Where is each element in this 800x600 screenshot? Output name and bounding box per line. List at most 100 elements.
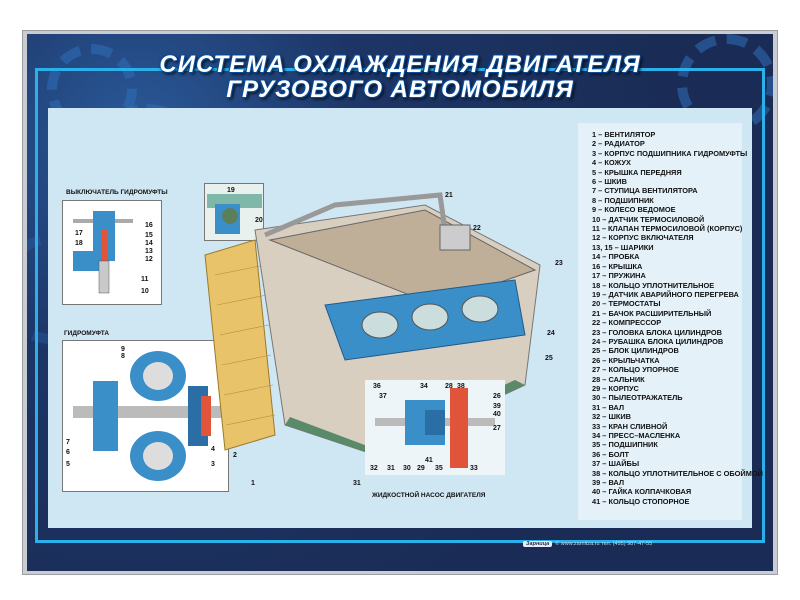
legend-item: 40 – ГАЙКА КОЛПАЧКОВАЯ bbox=[592, 487, 692, 497]
legend-item: 38 – КОЛЬЦО УПЛОТНИТЕЛЬНОЕ С ОБОЙМОЙ bbox=[592, 468, 763, 478]
legend-item: 3 – КОРПУС ПОДШИПНИКА ГИДРОМУФТЫ bbox=[592, 148, 748, 158]
legend-item: 4 – КОЖУХ bbox=[592, 158, 631, 168]
legend-item: 29 – КОРПУС bbox=[592, 383, 639, 393]
callout-number: 27 bbox=[493, 425, 501, 432]
callout-number: 1 bbox=[251, 480, 255, 485]
legend-item: 37 – ШАЙБЫ bbox=[592, 459, 640, 469]
callout-number: 9 bbox=[121, 346, 125, 353]
legend-item: 31 – ВАЛ bbox=[592, 402, 625, 412]
legend-item: 5 – КРЫШКА ПЕРЕДНЯЯ bbox=[592, 167, 682, 177]
legend-item: 17 – ПРУЖИНА bbox=[592, 271, 646, 281]
legend-item: 22 – КОМПРЕССОР bbox=[592, 318, 662, 328]
callout-number: 24 bbox=[547, 330, 555, 337]
callout-number: 35 bbox=[435, 465, 443, 472]
legend-item: 9 – КОЛЕСО ВЕДОМОЕ bbox=[592, 205, 676, 215]
callout-number: 13 bbox=[145, 248, 153, 255]
hydro-coupling-drawing: 98 7 6 5 4 3 bbox=[66, 346, 223, 481]
legend-item: 10 – ДАТЧИК ТЕРМОСИЛОВОЙ bbox=[592, 214, 705, 224]
callout-number: 19 bbox=[227, 187, 235, 194]
callout-number: 5 bbox=[66, 461, 70, 468]
callout-number: 32 bbox=[370, 465, 378, 472]
legend-item: 13, 15 – ШАРИКИ bbox=[592, 242, 654, 252]
callout-number: 29 bbox=[417, 465, 425, 472]
legend-item: 19 – ДАТЧИК АВАРИЙНОГО ПЕРЕГРЕВА bbox=[592, 289, 739, 299]
callout-number: 15 bbox=[145, 232, 153, 239]
coupling-inset-label: ГИДРОМУФТА bbox=[64, 330, 110, 337]
legend-item: 6 – ШКИВ bbox=[592, 177, 627, 187]
legend-item: 32 – ШКИВ bbox=[592, 412, 632, 422]
title-line-2: ГРУЗОВОГО АВТОМОБИЛЯ bbox=[226, 76, 574, 103]
legend-item: 21 – БАЧОК РАСШИРИТЕЛЬНЫЙ bbox=[592, 308, 712, 318]
callout-number: 26 bbox=[493, 393, 501, 400]
legend-item: 28 – САЛЬНИК bbox=[592, 374, 645, 384]
title-line-1: СИСТЕМА ОХЛАЖДЕНИЯ ДВИГАТЕЛЯ bbox=[159, 51, 641, 78]
callout-number: 41 bbox=[425, 457, 433, 464]
callout-number: 12 bbox=[145, 256, 153, 263]
inner-frame bbox=[35, 68, 765, 543]
callout-number: 3 bbox=[211, 461, 215, 468]
legend-item: 36 – БОЛТ bbox=[592, 449, 630, 459]
legend-item: 1 – ВЕНТИЛЯТОР bbox=[592, 130, 656, 139]
legend-item: 41 – КОЛЬЦО СТОПОРНОЕ bbox=[592, 496, 690, 506]
legend-item: 35 – ПОДШИПНИК bbox=[592, 440, 658, 450]
callout-number: 38 bbox=[457, 383, 465, 390]
legend-item: 24 – РУБАШКА БЛОКА ЦИЛИНДРОВ bbox=[592, 336, 724, 346]
legend-item: 27 – КОЛЬЦО УПОРНОЕ bbox=[592, 365, 679, 375]
callout-number: 18 bbox=[75, 240, 83, 247]
legend-item: 23 – ГОЛОВКА БЛОКА ЦИЛИНДРОВ bbox=[592, 327, 722, 337]
callout-number: 40 bbox=[493, 411, 501, 418]
poster-title: СИСТЕМА ОХЛАЖДЕНИЯ ДВИГАТЕЛЯ ГРУЗОВОГО А… bbox=[150, 52, 650, 102]
callout-number: 17 bbox=[75, 230, 83, 237]
callout-number: 10 bbox=[141, 288, 149, 295]
publisher-logo: Зарница bbox=[523, 541, 553, 547]
callout-number: 36 bbox=[373, 383, 381, 390]
legend-item: 30 – ПЫЛЕОТРАЖАТЕЛЬ bbox=[592, 393, 683, 403]
legend-item: 8 – ПОДШИПНИК bbox=[592, 195, 654, 205]
pump-inset-label: ЖИДКОСТНОЙ НАСОС ДВИГАТЕЛЯ bbox=[372, 492, 486, 499]
callout-number: 21 bbox=[445, 192, 453, 199]
legend-item: 16 – КРЫШКА bbox=[592, 261, 643, 271]
compressor bbox=[439, 224, 471, 251]
legend-item: 33 – КРАН СЛИВНОЙ bbox=[592, 421, 668, 431]
callout-number: 20 bbox=[255, 217, 263, 224]
callout-number: 31 bbox=[353, 480, 361, 485]
callout-number: 6 bbox=[66, 449, 70, 456]
legend-item: 2 – РАДИАТОР bbox=[592, 139, 645, 149]
callout-number: 2 bbox=[233, 452, 237, 459]
callout-number: 8 bbox=[121, 353, 125, 360]
callout-number: 37 bbox=[379, 393, 387, 400]
callout-number: 22 bbox=[473, 225, 481, 232]
callout-number: 23 bbox=[555, 260, 563, 267]
footer: Зарница© www.zarnitza.ru тел. (495) 987-… bbox=[523, 541, 652, 547]
legend-item: 11 – КЛАПАН ТЕРМОСИЛОВОЙ (КОРПУС) bbox=[592, 224, 743, 234]
callout-number: 28 bbox=[445, 383, 453, 390]
switch-inset-label: ВЫКЛЮЧАТЕЛЬ ГИДРОМУФТЫ bbox=[66, 189, 168, 196]
callout-number: 31 bbox=[387, 465, 395, 472]
callout-number: 4 bbox=[211, 446, 215, 453]
legend-item: 26 – КРЫЛЬЧАТКА bbox=[592, 355, 660, 365]
radiator bbox=[204, 239, 276, 451]
legend-item: 34 – ПРЕСС–МАСЛЕНКА bbox=[592, 431, 681, 440]
callout-number: 16 bbox=[145, 222, 153, 229]
legend-item: 12 – КОРПУС ВКЛЮЧАТЕЛЯ bbox=[592, 233, 694, 243]
footer-contact: © www.zarnitza.ru тел. (495) 987-47-55 bbox=[555, 541, 653, 547]
legend-item: 20 – ТЕРМОСТАТЫ bbox=[592, 299, 661, 309]
callout-number: 7 bbox=[66, 439, 70, 446]
legend-item: 14 – ПРОБКА bbox=[592, 252, 640, 262]
callout-number: 30 bbox=[403, 465, 411, 472]
callout-number: 34 bbox=[420, 383, 428, 390]
legend-item: 25 – БЛОК ЦИЛИНДРОВ bbox=[592, 346, 679, 356]
callout-number: 25 bbox=[545, 355, 553, 362]
callout-number: 11 bbox=[141, 276, 149, 283]
legend-item: 7 – СТУПИЦА ВЕНТИЛЯТОРА bbox=[592, 186, 698, 196]
callout-number: 14 bbox=[145, 240, 153, 247]
legend-item: 18 – КОЛЬЦО УПЛОТНИТЕЛЬНОЕ bbox=[592, 280, 715, 290]
